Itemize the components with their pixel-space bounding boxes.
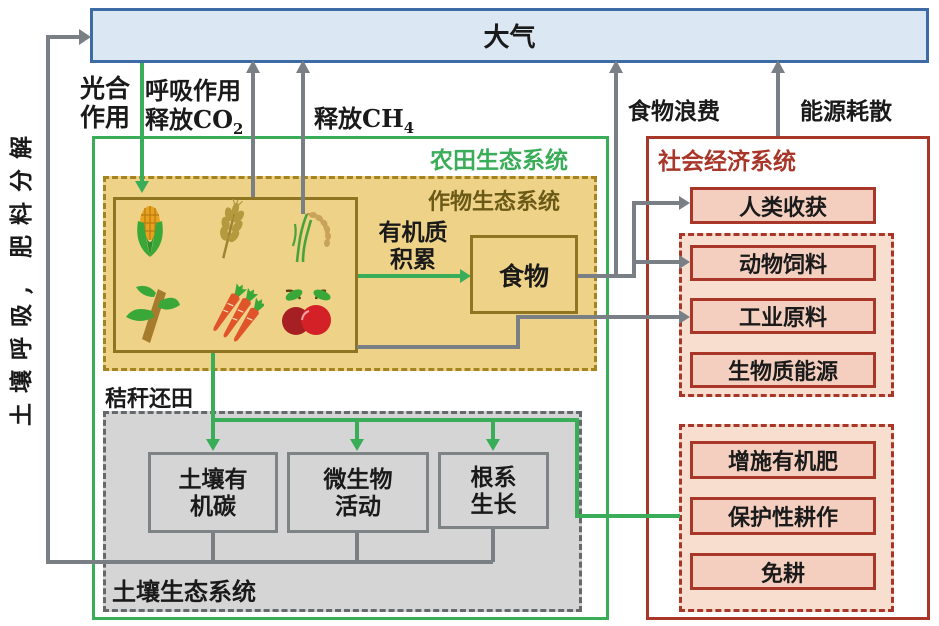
animal-feed-box: 动物饲料 xyxy=(690,245,876,281)
human-harvest-label: 人类收获 xyxy=(738,194,827,221)
food-label: 食物 xyxy=(498,261,549,291)
methane-label: 释放CH4 xyxy=(314,104,415,137)
wheat-icon xyxy=(205,199,255,263)
socioeconomic-box xyxy=(646,136,930,620)
industry-material-box: 工业原料 xyxy=(690,298,876,334)
sapling-icon xyxy=(118,283,184,347)
energy-dissipation-label: 能源耗散 xyxy=(800,98,892,125)
organic-fertilizer-label: 增施有机肥 xyxy=(727,449,838,475)
biomass-energy-box: 生物质能源 xyxy=(690,352,876,388)
soil-carbon-label: 土壤有机碳 xyxy=(178,465,248,520)
no-till-box: 免耕 xyxy=(690,553,876,590)
animal-feed-label: 动物饲料 xyxy=(738,252,827,278)
food-box: 食物 xyxy=(470,235,578,314)
soil-respiration-fertilizer-label: 土壤呼吸, 肥料分解 xyxy=(8,126,35,427)
conservation-tillage-box: 保护性耕作 xyxy=(690,497,876,535)
soil-carbon-box: 土壤有机碳 xyxy=(148,452,278,533)
organic-accumulation-label: 有机质积累 xyxy=(361,219,465,273)
atmosphere-label: 大气 xyxy=(483,23,536,53)
crop-system-title: 作物生态系统 xyxy=(428,189,561,215)
organic-fertilizer-box: 增施有机肥 xyxy=(690,441,876,479)
socioeconomic-title: 社会经济系统 xyxy=(658,148,796,175)
photosynthesis-text: 光合作用 xyxy=(79,74,130,132)
organic-text: 有机质积累 xyxy=(378,219,448,273)
farmland-title: 农田生态系统 xyxy=(430,147,568,174)
industry-material-label: 工业原料 xyxy=(738,305,827,331)
carrot-icon xyxy=(198,283,264,347)
atmosphere-box: 大气 xyxy=(90,8,929,63)
respiration-line2: 释放CO2 xyxy=(145,105,244,138)
root-growth-label: 根系生长 xyxy=(470,463,517,518)
respiration-co2-label: 呼吸作用 释放CO2 xyxy=(145,76,243,144)
conservation-tillage-label: 保护性耕作 xyxy=(727,505,838,531)
food-waste-label: 食物浪费 xyxy=(628,98,720,125)
straw-return-label: 秸秆还田 xyxy=(105,386,194,412)
human-harvest-box: 人类收获 xyxy=(690,187,876,224)
root-growth-box: 根系生长 xyxy=(438,452,549,529)
apple-icon xyxy=(276,285,338,343)
corn-icon xyxy=(120,201,180,263)
microbe-activity-box: 微生物活动 xyxy=(287,452,429,533)
respiration-line1: 呼吸作用 xyxy=(145,76,241,105)
no-till-label: 免耕 xyxy=(760,560,805,587)
photosynthesis-label: 光合作用 xyxy=(70,74,140,132)
microbe-activity-label: 微生物活动 xyxy=(323,465,393,520)
rice-icon xyxy=(283,206,337,264)
biomass-energy-label: 生物质能源 xyxy=(727,359,838,385)
soil-system-title: 土壤生态系统 xyxy=(112,577,256,606)
